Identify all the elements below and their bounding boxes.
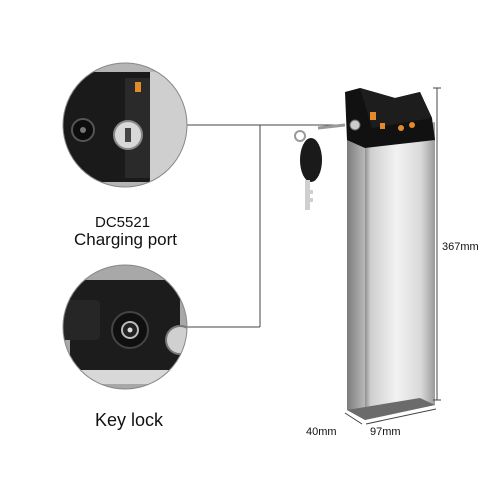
key-lock-label: Key lock <box>95 410 164 430</box>
callout-lines <box>187 124 345 328</box>
battery-pack <box>345 88 435 420</box>
depth-dimension-label: 40mm <box>306 426 337 438</box>
charging-port-label: Charging port <box>74 230 178 249</box>
width-dimension-line <box>365 408 437 425</box>
charging-port-closeup <box>62 62 188 188</box>
charging-port-model-label: DC5521 <box>95 214 151 231</box>
key-icon <box>294 123 346 210</box>
width-dimension-label: 97mm <box>370 426 401 438</box>
depth-dimension-line <box>344 412 363 425</box>
height-dimension-label: 367mm <box>442 241 479 253</box>
key-lock-closeup <box>62 264 188 390</box>
height-dimension-line <box>433 87 441 401</box>
